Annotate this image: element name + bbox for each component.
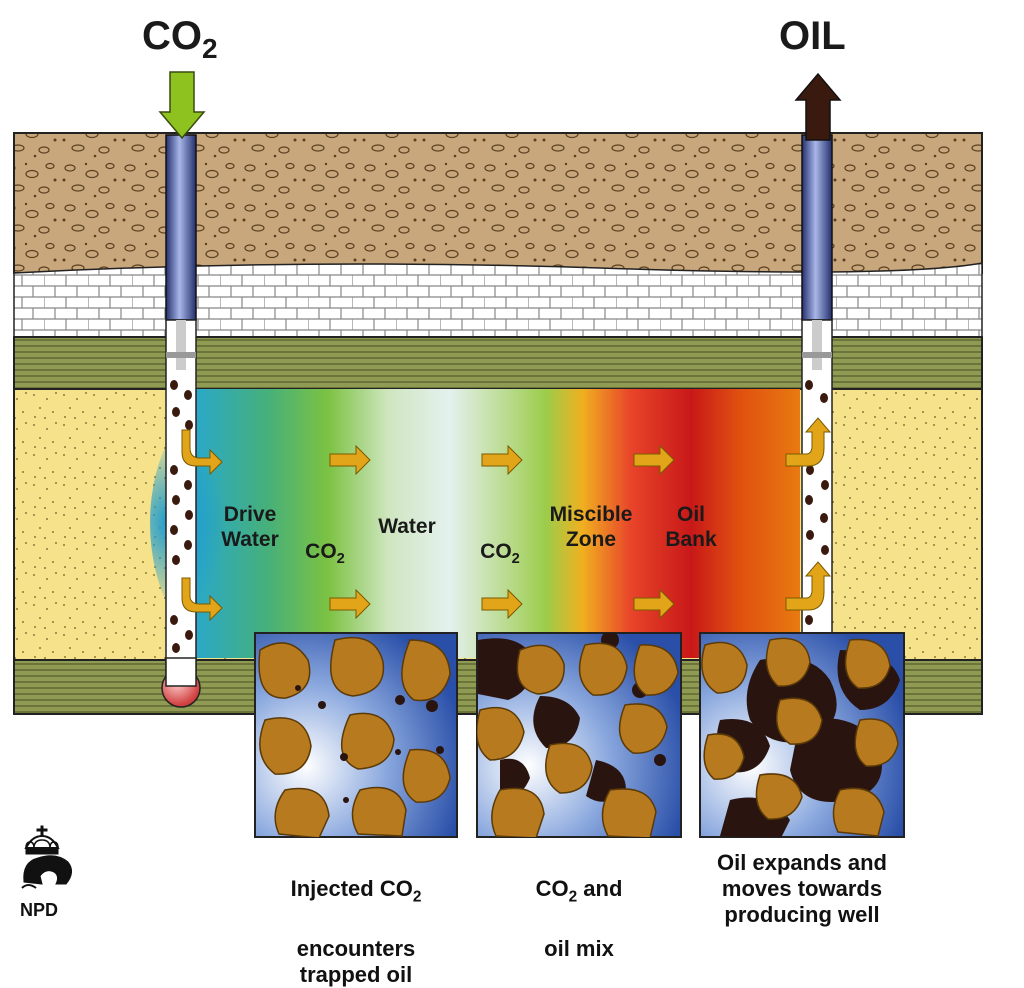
caption-2-sub: 2 (569, 888, 578, 905)
injection-well (162, 135, 200, 707)
zone-label-miscible-zone: Miscible Zone (536, 502, 646, 552)
inject-title: CO2 (142, 14, 218, 65)
oil-produce-arrow-icon (796, 74, 840, 140)
diagram-svg (0, 0, 1024, 946)
zone-label-water: Water (362, 514, 452, 539)
inject-title-main: CO (142, 14, 202, 58)
caption-1-rest: encounters trapped oil (297, 936, 416, 987)
zone-label-co2-2: CO2 (470, 514, 530, 572)
co2-inject-arrow-icon (160, 72, 204, 138)
npd-logo-icon (22, 826, 72, 888)
pore-panel-1 (255, 633, 457, 838)
caption-2-tail: and (577, 876, 622, 901)
zone-label-co2-2-sub: 2 (512, 551, 520, 567)
zone-label-co2-1-main: CO (305, 540, 337, 563)
caption-2-line1: CO (536, 876, 569, 901)
zone-label-co2-1: CO2 (295, 514, 355, 572)
co2-eor-diagram: CO2 OIL Drive Water CO2 Water CO2 Miscib… (0, 0, 1024, 946)
caption-1-sub: 2 (413, 888, 422, 905)
npd-logo-text: NPD (20, 900, 58, 921)
zone-label-co2-2-main: CO (480, 540, 512, 563)
pore-panel-3 (700, 633, 904, 840)
zone-label-co2-1-sub: 2 (337, 551, 345, 567)
pore-panel-2 (477, 631, 681, 838)
caption-panel-1: Injected CO2 encounters trapped oil (250, 850, 462, 988)
caption-panel-3: Oil expands and moves towards producing … (690, 850, 914, 928)
inject-title-sub: 2 (202, 33, 218, 64)
zone-label-drive-water: Drive Water (200, 502, 300, 552)
caption-2-rest: oil mix (544, 936, 614, 961)
produce-title: OIL (779, 14, 846, 59)
zone-label-oil-bank: Oil Bank (646, 502, 736, 552)
caption-1-line1: Injected CO (291, 876, 413, 901)
